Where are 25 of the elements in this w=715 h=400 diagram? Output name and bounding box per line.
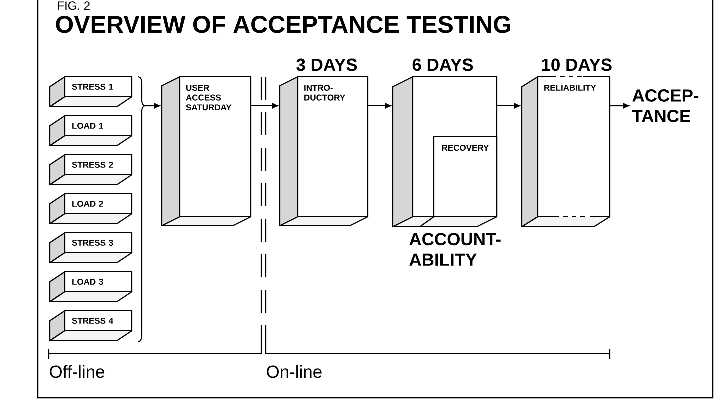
cuboid-box: STRESS 4: [49, 310, 133, 342]
arrow: [497, 103, 520, 109]
cuboid-box: STRESS 2: [49, 154, 133, 186]
arrow: [146, 103, 160, 109]
curly-brace: [138, 76, 147, 342]
cuboid-box: INTRO- DUCTORY: [279, 76, 369, 227]
timeline-label: Off-line: [50, 365, 105, 378]
duration-label: 10 DAYS: [542, 58, 612, 72]
cuboid-box: LOAD 1: [49, 115, 133, 147]
figure-number: FIG. 2: [58, 2, 90, 10]
cuboid-box: LOAD 2: [49, 193, 133, 225]
box-heading: ACCOUNT- ABILITY: [410, 233, 501, 266]
cuboid-box: STRESS 1: [49, 76, 133, 108]
timeline-label: On-line: [267, 365, 322, 378]
cuboid-box: LOAD 3: [49, 271, 133, 303]
arrow: [368, 103, 392, 109]
title: OVERVIEW OF ACCEPTANCE TESTING: [56, 16, 510, 34]
cuboid-box: USER ACCESS SATURDAY: [161, 76, 252, 227]
arrow: [610, 103, 630, 109]
duration-label: 3 DAYS: [296, 58, 358, 72]
arrow: [251, 103, 278, 109]
cuboid-box: RELIABILITY: [521, 76, 611, 228]
duration-label: 6 DAYS: [412, 58, 474, 72]
end-label: ACCEP- TANCE: [632, 90, 699, 122]
cuboid-box: STRESS 3: [49, 232, 133, 264]
